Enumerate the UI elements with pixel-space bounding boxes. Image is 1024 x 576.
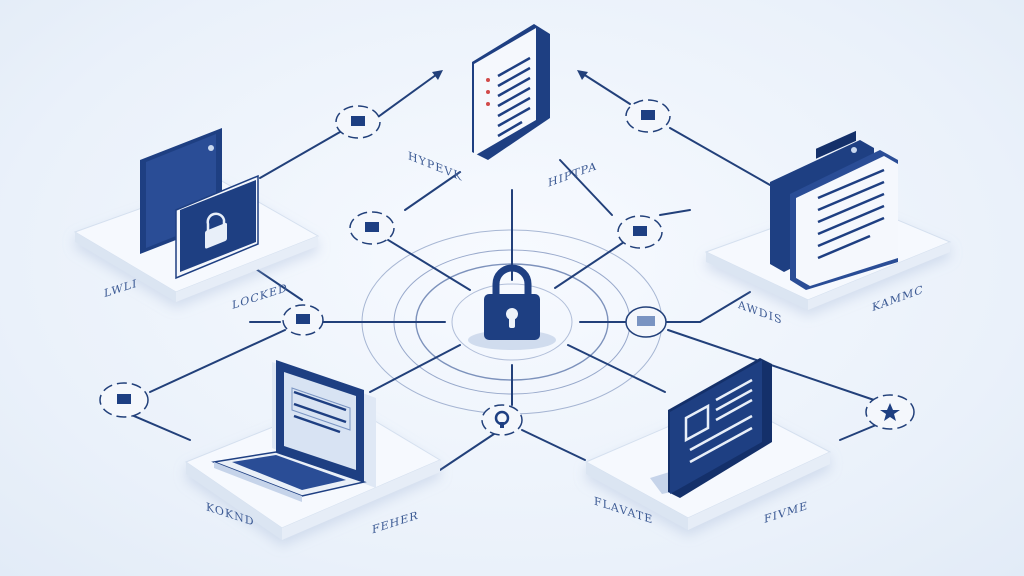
hub-nodes [99, 99, 915, 436]
tablet-lock-device [140, 128, 259, 280]
laptop [211, 360, 376, 502]
document-top [472, 24, 550, 160]
server-icon [817, 168, 885, 260]
hub-node [481, 404, 523, 436]
image-document-icon [684, 378, 753, 464]
hub-node [617, 215, 663, 249]
document-icon [497, 56, 531, 138]
hub-node [625, 99, 671, 133]
lock-icon [205, 212, 227, 249]
hub-node [99, 382, 149, 418]
server-stack [770, 130, 898, 290]
hub-node [865, 394, 915, 430]
hub-node [282, 304, 324, 336]
padlock-icon [468, 264, 556, 350]
laptop-icon [293, 390, 347, 434]
monitor-panel [650, 358, 772, 498]
hub-node [625, 306, 667, 338]
hub-node [349, 211, 395, 245]
hub-node [335, 105, 381, 139]
